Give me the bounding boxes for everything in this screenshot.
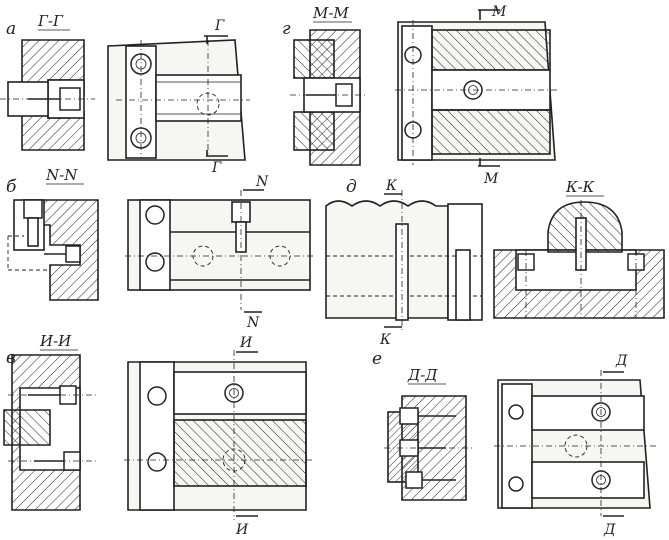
- section-view-a: [0, 39, 95, 151]
- plan-view-g: [395, 9, 560, 167]
- cut-mark-top-g: М: [491, 4, 507, 20]
- cut-mark-bottom-e: Д: [603, 522, 616, 538]
- panel-letter-d: д: [346, 177, 357, 197]
- cut-mark-bottom-a: Г: [211, 160, 222, 176]
- elevation-view-d: [325, 190, 483, 330]
- panel-letter-e: е: [372, 349, 382, 369]
- panel-letter-v: в: [6, 348, 16, 368]
- section-view-g: [290, 29, 368, 166]
- panel-b: б N-N: [6, 166, 315, 331]
- cut-mark-top-v: И: [239, 335, 253, 351]
- section-label-a: Г-Г: [37, 12, 64, 30]
- panel-g: г М-М М М: [282, 4, 560, 187]
- plan-view-b: [125, 189, 315, 313]
- panel-letter-b: б: [6, 177, 17, 197]
- plan-view-v: [124, 350, 312, 520]
- cut-mark-bottom-v: И: [235, 522, 249, 538]
- cut-mark-top-e: Д: [615, 353, 628, 369]
- panel-d: д К К К-К: [325, 177, 665, 348]
- panel-letter-a: а: [6, 19, 16, 39]
- panel-e: е Д-Д: [372, 349, 656, 538]
- plan-view-a: [107, 35, 250, 161]
- panel-letter-g: г: [282, 19, 291, 39]
- panel-a: а Г-Г: [0, 12, 250, 176]
- section-label-v: И-И: [39, 332, 72, 350]
- panel-v: в И-И И И: [3, 332, 312, 538]
- cut-mark-top-a: Г: [214, 18, 225, 34]
- section-view-v: [3, 354, 96, 511]
- plan-view-e: [494, 370, 656, 517]
- section-view-d: [493, 200, 665, 319]
- section-label-e: Д-Д: [407, 366, 438, 384]
- cut-mark-top-d: К: [385, 178, 398, 194]
- cut-mark-bottom-g: М: [483, 171, 499, 187]
- section-view-e: [384, 395, 472, 501]
- cut-mark-bottom-b: N: [246, 315, 260, 331]
- section-label-b: N-N: [45, 166, 78, 184]
- section-label-d: К-К: [565, 178, 595, 196]
- section-view-b: [7, 199, 99, 301]
- cut-mark-bottom-d: К: [379, 332, 392, 348]
- section-label-g: М-М: [312, 4, 349, 22]
- cut-mark-top-b: N: [255, 174, 269, 190]
